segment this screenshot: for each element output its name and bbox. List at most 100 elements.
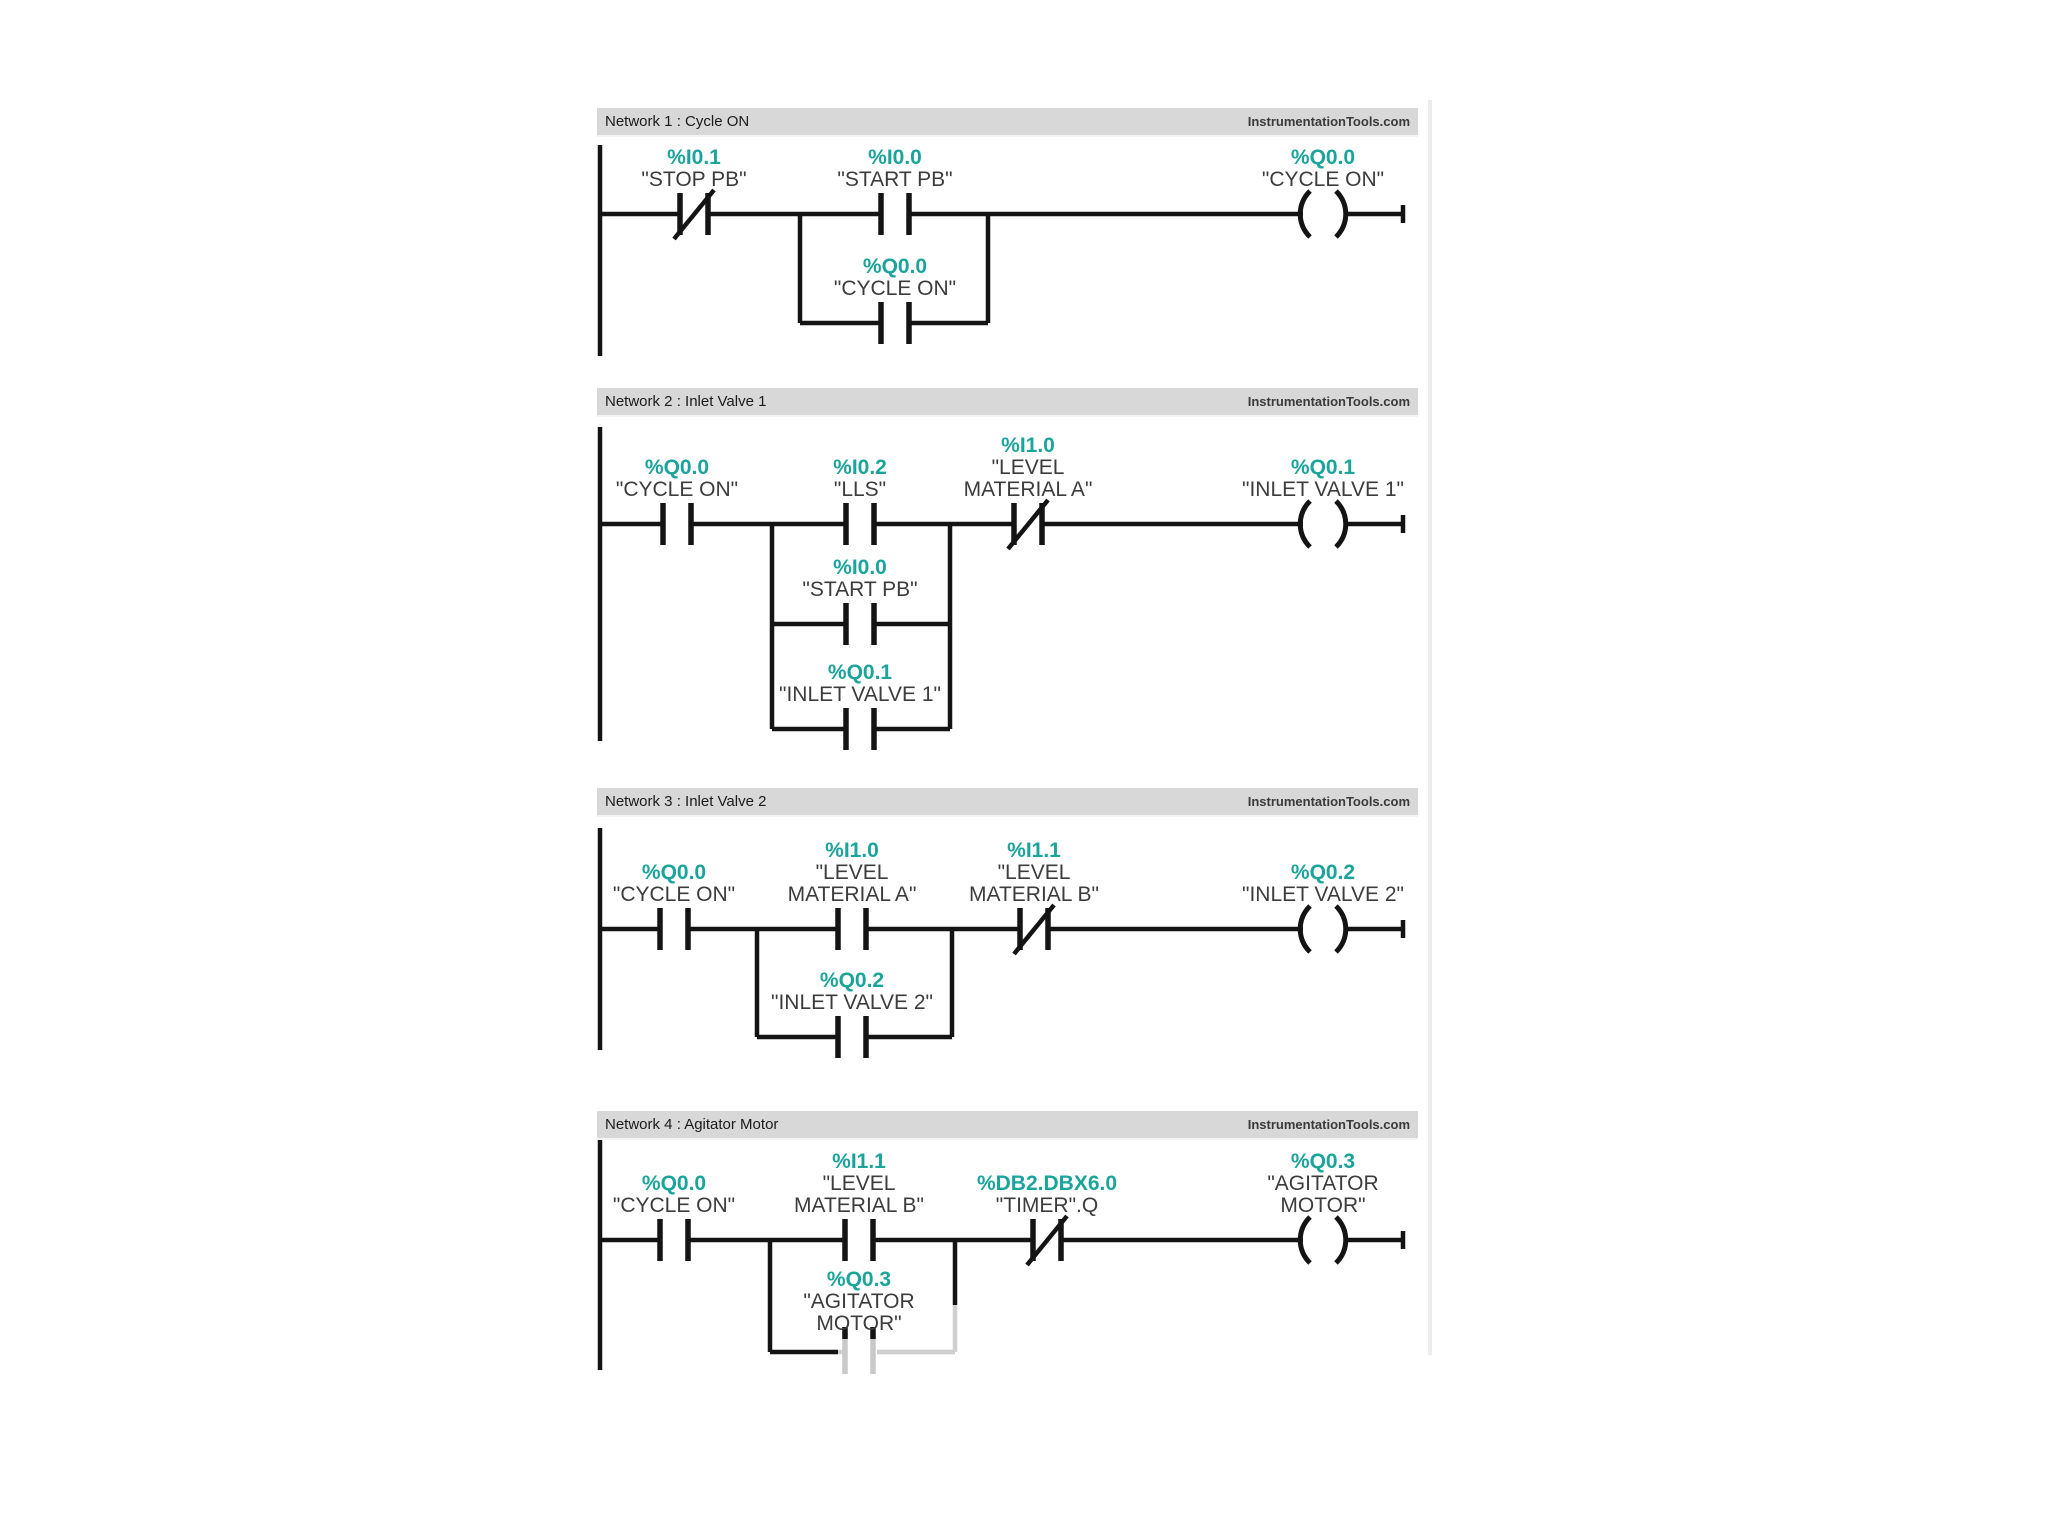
operand-name[interactable]: "INLET VALVE 2" (771, 991, 933, 1014)
nc-slash-icon (1025, 1214, 1069, 1267)
operand-address[interactable]: %I0.1 (667, 146, 721, 169)
contact-lls[interactable]: %I0.2 "LLS" (833, 456, 887, 545)
network-2-title: Network 2 : Inlet Valve 1 (605, 393, 767, 410)
operand-name[interactable]: "LEVEL (823, 1172, 896, 1195)
nc-slash-icon (1012, 903, 1056, 956)
operand-name[interactable]: "INLET VALVE 2" (1242, 883, 1404, 906)
contact-start-pb-branch[interactable]: %I0.0 "START PB" (802, 556, 918, 645)
contact-level-material-a[interactable]: %I1.0 "LEVEL MATERIAL A" (964, 434, 1093, 551)
operand-address[interactable]: %I1.1 (832, 1150, 886, 1173)
contact-cycle-on-latch[interactable]: %Q0.0 "CYCLE ON" (834, 255, 956, 344)
operand-address[interactable]: %Q0.0 (645, 456, 709, 479)
operand-address[interactable]: %Q0.1 (828, 661, 893, 684)
network-1-rung: %I0.1 "STOP PB" %I0.0 "START PB" %Q0.0 "… (597, 145, 1406, 356)
contact-timer-q[interactable]: %DB2.DBX6.0 "TIMER".Q (977, 1172, 1117, 1267)
operand-name[interactable]: "STOP PB" (641, 168, 746, 191)
contact-start-pb[interactable]: %I0.0 "START PB" (837, 146, 953, 235)
wire (600, 515, 1406, 732)
faded-wire (838, 1305, 958, 1355)
contact-bars (843, 603, 877, 645)
operand-name[interactable]: "LEVEL (998, 861, 1071, 884)
nc-slash-icon (1006, 498, 1050, 551)
contact-bars (835, 1016, 869, 1058)
operand-name[interactable]: "CYCLE ON" (1262, 168, 1384, 191)
operand-address[interactable]: %I0.0 (833, 556, 887, 579)
operand-name[interactable]: "LLS" (834, 478, 886, 501)
contact-bars (878, 193, 912, 235)
network-1-title: Network 1 : Cycle ON (605, 113, 750, 130)
operand-address[interactable]: %Q0.2 (820, 969, 884, 992)
operand-name[interactable]: MOTOR" (816, 1312, 901, 1335)
coil-icon (1334, 904, 1349, 954)
operand-name[interactable]: MATERIAL B" (969, 883, 1099, 906)
coil-inlet-valve-1[interactable]: %Q0.1 "INLET VALVE 1" (1242, 456, 1404, 549)
contact-cycle-on[interactable]: %Q0.0 "CYCLE ON" (613, 1172, 735, 1261)
operand-address[interactable]: %Q0.3 (827, 1268, 891, 1291)
contact-cycle-on[interactable]: %Q0.0 "CYCLE ON" (616, 456, 738, 545)
operand-address[interactable]: %Q0.0 (642, 1172, 706, 1195)
operand-address[interactable]: %I0.0 (868, 146, 922, 169)
operand-address[interactable]: %Q0.0 (863, 255, 927, 278)
operand-address[interactable]: %I1.0 (1001, 434, 1055, 457)
operand-name[interactable]: "CYCLE ON" (616, 478, 738, 501)
contact-level-material-b[interactable]: %I1.1 "LEVEL MATERIAL B" (969, 839, 1099, 956)
coil-cycle-on[interactable]: %Q0.0 "CYCLE ON" (1262, 146, 1384, 239)
network-4-header[interactable]: Network 4 : Agitator Motor Instrumentati… (597, 1111, 1418, 1140)
wire (600, 920, 1406, 1040)
watermark: InstrumentationTools.com (1247, 394, 1410, 409)
contact-stop-pb[interactable]: %I0.1 "STOP PB" (641, 146, 747, 241)
operand-address[interactable]: %I0.2 (833, 456, 887, 479)
coil-icon (1334, 1215, 1349, 1265)
operand-name[interactable]: "TIMER".Q (996, 1194, 1098, 1217)
operand-address[interactable]: %Q0.0 (642, 861, 706, 884)
contact-level-material-a[interactable]: %I1.0 "LEVEL MATERIAL A" (788, 839, 917, 950)
contact-cycle-on[interactable]: %Q0.0 "CYCLE ON" (613, 861, 735, 950)
contact-bars (843, 708, 877, 750)
operand-name[interactable]: "START PB" (837, 168, 952, 191)
operand-name[interactable]: "AGITATOR (1267, 1172, 1378, 1195)
contact-bar-ticks (842, 1327, 876, 1339)
operand-name[interactable]: "INLET VALVE 1" (1242, 478, 1404, 501)
network-2-rung: %Q0.0 "CYCLE ON" %I0.2 "LLS" %I1.0 "LEVE… (597, 427, 1406, 750)
operand-name[interactable]: "INLET VALVE 1" (779, 683, 941, 706)
operand-address[interactable]: %Q0.1 (1291, 456, 1356, 479)
operand-name[interactable]: MATERIAL B" (794, 1194, 924, 1217)
operand-name[interactable]: "AGITATOR (803, 1290, 914, 1313)
coil-inlet-valve-2[interactable]: %Q0.2 "INLET VALVE 2" (1242, 861, 1404, 954)
wire (600, 205, 1406, 326)
operand-name[interactable]: MATERIAL A" (964, 478, 1093, 501)
operand-address[interactable]: %Q0.3 (1291, 1150, 1355, 1173)
contact-bars (843, 503, 877, 545)
contact-level-material-b[interactable]: %I1.1 "LEVEL MATERIAL B" (794, 1150, 924, 1261)
operand-name[interactable]: "START PB" (802, 578, 917, 601)
network-1-header[interactable]: Network 1 : Cycle ON InstrumentationTool… (597, 108, 1418, 137)
contact-inlet-valve-1-latch[interactable]: %Q0.1 "INLET VALVE 1" (779, 661, 941, 750)
contact-bars (657, 908, 691, 950)
operand-address[interactable]: %Q0.0 (1291, 146, 1355, 169)
network-2-header[interactable]: Network 2 : Inlet Valve 1 Instrumentatio… (597, 388, 1418, 417)
operand-name[interactable]: "CYCLE ON" (834, 277, 956, 300)
contact-bars (660, 503, 694, 545)
operand-name[interactable]: MOTOR" (1280, 1194, 1365, 1217)
operand-address[interactable]: %I1.0 (825, 839, 879, 862)
coil-icon (1297, 499, 1312, 549)
coil-icon (1297, 1215, 1312, 1265)
operand-address[interactable]: %Q0.2 (1291, 861, 1355, 884)
contact-bars (842, 1219, 876, 1261)
network-3-rung: %Q0.0 "CYCLE ON" %I1.0 "LEVEL MATERIAL A… (597, 828, 1406, 1058)
operand-name[interactable]: MATERIAL A" (788, 883, 917, 906)
network-3-header[interactable]: Network 3 : Inlet Valve 2 Instrumentatio… (597, 788, 1418, 817)
wire (600, 1231, 1406, 1355)
operand-name[interactable]: "LEVEL (992, 456, 1065, 479)
operand-name[interactable]: "CYCLE ON" (613, 1194, 735, 1217)
operand-name[interactable]: "CYCLE ON" (613, 883, 735, 906)
contact-agitator-motor-latch[interactable]: %Q0.3 "AGITATOR MOTOR" (803, 1268, 958, 1374)
contact-inlet-valve-2-latch[interactable]: %Q0.2 "INLET VALVE 2" (771, 969, 933, 1058)
coil-agitator-motor[interactable]: %Q0.3 "AGITATOR MOTOR" (1267, 1150, 1379, 1265)
operand-name[interactable]: "LEVEL (816, 861, 889, 884)
operand-address[interactable]: %I1.1 (1007, 839, 1061, 862)
operand-address[interactable]: %DB2.DBX6.0 (977, 1172, 1117, 1195)
watermark: InstrumentationTools.com (1247, 794, 1410, 809)
